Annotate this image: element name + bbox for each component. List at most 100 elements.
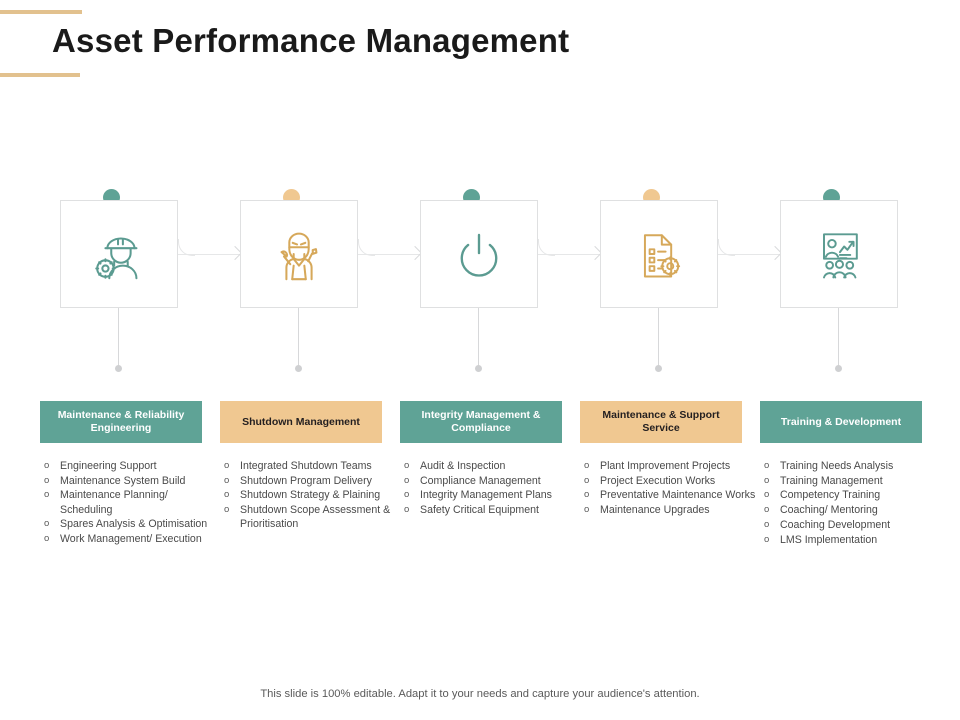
bullet-marker-icon: o [404,504,410,516]
list-item: o Plant Improvement Projects [584,459,756,473]
bullet-marker-icon: o [764,518,770,530]
connector-line-vertical [118,308,119,368]
list-item-label: Maintenance System Build [60,474,186,487]
list-item: o Safety Critical Equipment [404,503,576,517]
bullet-marker-icon: o [584,504,590,516]
list-item: o Maintenance Planning/ Scheduling [44,488,216,516]
connector-line-horizontal [718,254,780,255]
list-item-label: Plant Improvement Projects [600,460,731,472]
bullet-marker-icon: o [584,460,590,471]
list-item-label: Maintenance Planning/ Scheduling [60,489,168,516]
category-header-4[interactable]: Maintenance & Support Service [580,401,742,443]
list-item: o Coaching Development [764,518,936,532]
list-item-label: Training Needs Analysis [780,460,894,472]
connector-line-vertical [298,308,299,368]
bullet-marker-icon: o [764,504,770,516]
connector-line-horizontal [178,254,240,255]
connector-line-horizontal [358,254,420,255]
icon-box-2[interactable] [240,200,358,308]
bullet-marker-icon: o [584,489,590,501]
icon-box-3[interactable] [420,200,538,308]
list-item: o LMS Implementation [764,533,936,547]
bullet-marker-icon: o [764,533,770,545]
connector-end-dot [475,365,482,372]
list-item: o Maintenance Upgrades [584,503,756,517]
bullet-marker-icon: o [44,460,50,471]
list-item-label: Safety Critical Equipment [420,504,539,517]
bullet-marker-icon: o [764,489,770,501]
title-area: Asset Performance Management [0,0,960,95]
engineer-hardhat-gear-icon [88,223,150,285]
page-title: Asset Performance Management [52,22,570,59]
checklist-document-gear-icon [629,224,689,284]
training-presentation-people-icon [809,224,869,284]
list-item-label: Shutdown Program Delivery [240,474,372,487]
bullet-marker-icon: o [764,474,770,486]
connector-line-vertical [478,308,479,368]
bullet-marker-icon: o [224,489,230,501]
list-item-label: Compliance Management [420,474,541,487]
list-item: o Engineering Support [44,459,216,473]
list-item-label: Competency Training [780,489,881,502]
list-item: o Competency Training [764,488,936,502]
connector-end-dot [655,365,662,372]
bullet-marker-icon: o [44,489,50,501]
connector-end-dot [835,365,842,372]
bullet-marker-icon: o [404,460,410,471]
bullet-marker-icon: o [44,474,50,486]
list-item-label: Coaching/ Mentoring [780,504,878,517]
footer-note: This slide is 100% editable. Adapt it to… [260,688,700,700]
decorative-line-top [0,10,82,14]
icon-box-4[interactable] [600,200,718,308]
worker-mask-wrench-icon [268,223,330,285]
connector-line-horizontal [538,254,600,255]
list-item-label: Integrity Management Plans [420,489,552,502]
icon-box-1[interactable] [60,200,178,308]
list-item: o Audit & Inspection [404,459,576,473]
list-item-label: Shutdown Scope Assessment & Prioritisati… [240,504,391,531]
bullet-marker-icon: o [44,533,50,545]
category-header-3[interactable]: Integrity Management & Compliance [400,401,562,443]
list-item-label: Maintenance Upgrades [600,504,710,517]
category-header-5[interactable]: Training & Development [760,401,922,443]
list-item-label: Integrated Shutdown Teams [240,460,372,472]
process-column-3: Integrity Management & Compliance o Audit … [400,0,603,720]
list-item-label: Spares Analysis & Optimisation [60,518,208,531]
connector-line-vertical [838,308,839,368]
list-item-label: LMS Implementation [780,533,878,546]
process-column-1: Maintenance & Reliability Engineering o En… [40,0,243,720]
power-button-icon [450,225,508,283]
list-item: o Coaching/ Mentoring [764,503,936,517]
connector-line-vertical [658,308,659,368]
bullet-marker-icon: o [404,489,410,501]
category-header-2[interactable]: Shutdown Management [220,401,382,443]
list-item: o Compliance Management [404,474,576,488]
list-item: o Integrity Management Plans [404,488,576,502]
decorative-line-bottom [0,73,80,77]
icon-box-5[interactable] [780,200,898,308]
list-item-label: Coaching Development [780,518,891,531]
category-header-1[interactable]: Maintenance & Reliability Engineering [40,401,202,443]
list-item-label: Project Execution Works [600,474,716,487]
process-column-4: Maintenance & Support Service o Plant Impr… [580,0,783,720]
bullet-marker-icon: o [404,474,410,486]
list-item-label: Audit & Inspection [420,460,506,472]
list-item-label: Engineering Support [60,460,157,472]
